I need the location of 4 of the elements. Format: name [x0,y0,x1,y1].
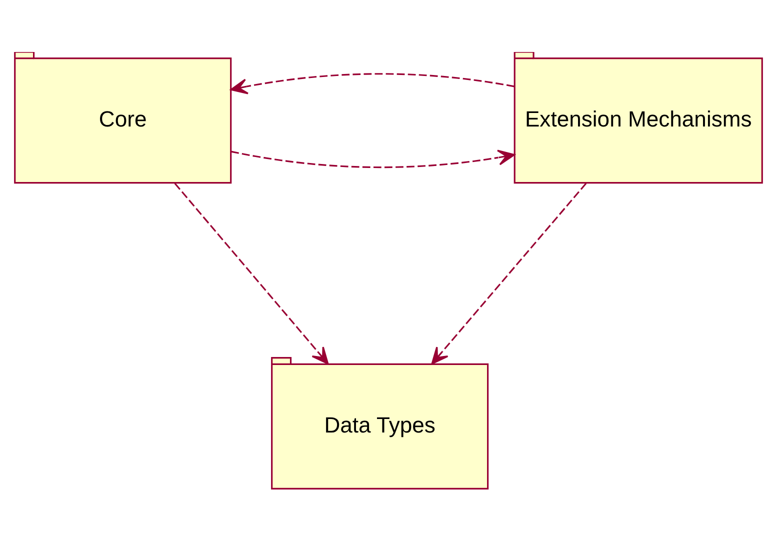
arrow [431,182,587,364]
arrow [230,72,514,94]
arrow [174,182,329,364]
arrow [230,149,516,168]
